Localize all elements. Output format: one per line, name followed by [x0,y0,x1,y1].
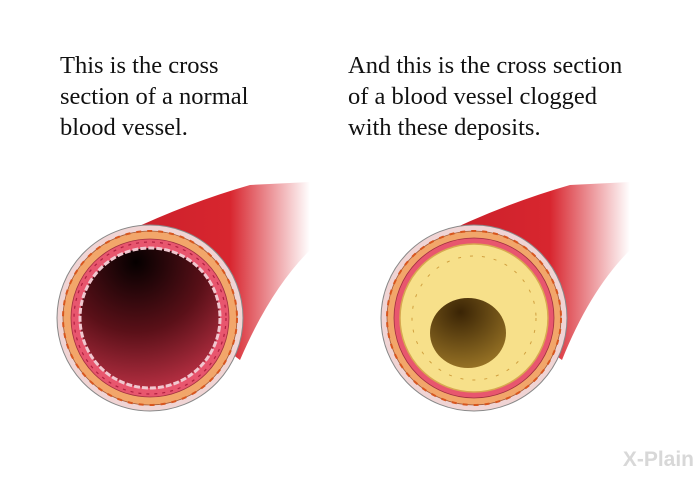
narrowed-lumen [430,298,506,368]
caption-line: And this is the cross section [348,52,623,79]
clogged-vessel [380,182,630,412]
caption-line: section of a normal [60,83,249,110]
caption-line: with these deposits. [348,114,541,141]
normal-vessel [56,182,310,412]
caption-line: of a blood vessel clogged [348,83,598,110]
normal-vessel-caption: This is the cross section of a normal bl… [60,50,248,143]
clogged-vessel-caption: And this is the cross section of a blood… [348,50,622,143]
xplain-logo: X-Plain [622,448,694,471]
caption-line: This is the cross [60,52,219,79]
caption-line: blood vessel. [60,114,188,141]
